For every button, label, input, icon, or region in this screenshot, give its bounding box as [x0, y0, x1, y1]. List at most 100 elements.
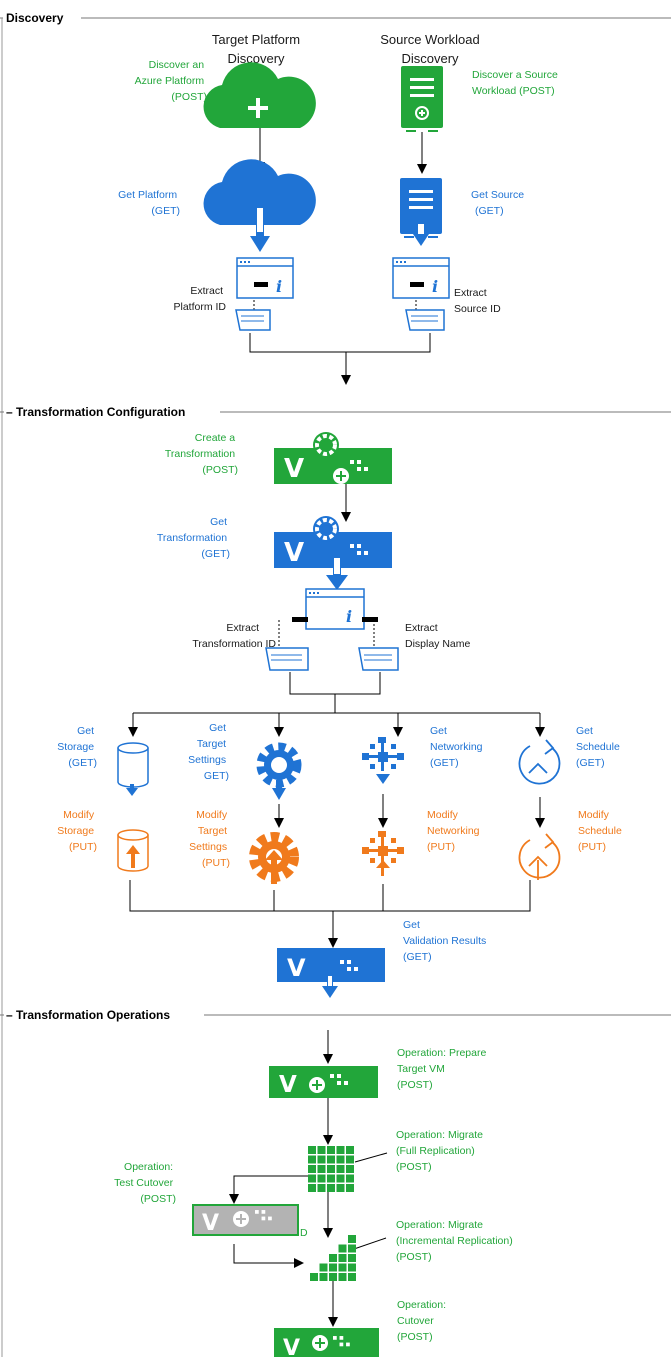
replication-block: [308, 1146, 316, 1154]
server-download-icon: [400, 178, 442, 246]
server-plus-icon: [401, 66, 443, 132]
replication-block: [310, 1273, 318, 1281]
replication-block: [336, 1174, 345, 1183]
label-extract-source: Extract Source ID: [454, 287, 501, 315]
label-op-incremental: Operation: Migrate (Incremental Replicat…: [396, 1219, 516, 1263]
replication-block: [348, 1254, 356, 1262]
label-modify-schedule: Modify Schedule (PUT): [578, 809, 625, 853]
replication-block: [348, 1263, 356, 1272]
svg-text:i: i: [432, 277, 438, 296]
replication-block: [329, 1273, 337, 1281]
label-get-storage: Get Storage (GET): [57, 725, 97, 769]
stray-glyph: D: [300, 1227, 308, 1239]
replication-block: [329, 1263, 337, 1272]
replication-block: [317, 1146, 326, 1154]
config-connectors: [128, 484, 545, 948]
label-op-test: Operation: Test Cutover (POST): [114, 1161, 176, 1205]
section-title-config: – Transformation Configuration: [6, 405, 185, 419]
network-icon: [362, 737, 404, 784]
gear-icon: [256, 742, 302, 800]
label-get-source: Get Source (GET): [471, 189, 527, 217]
cloud-plus-icon: [203, 62, 316, 128]
svg-text:i: i: [276, 277, 282, 296]
label-modify-storage: Modify Storage (PUT): [57, 809, 97, 853]
label-get-schedule: Get Schedule (GET): [576, 725, 623, 769]
storage-icon: [117, 742, 149, 796]
svg-text:V: V: [284, 454, 304, 484]
replication-block: [346, 1146, 354, 1154]
replication-block: [338, 1254, 347, 1262]
svg-text:i: i: [346, 607, 352, 626]
label-create-transformation: Create a Transformation (POST): [165, 432, 238, 476]
label-modify-networking: Modify Networking (PUT): [427, 809, 482, 853]
label-get-target-settings: Get Target Settings GET): [188, 722, 229, 782]
section-title-discovery: Discovery: [6, 11, 64, 25]
label-extract-platform: Extract Platform ID: [173, 285, 226, 313]
replication-block: [308, 1165, 316, 1173]
replication-block: [348, 1273, 356, 1281]
replication-block: [319, 1263, 328, 1272]
replication-block: [317, 1165, 326, 1173]
window-info-icon: i: [292, 588, 378, 630]
transformation-get-icon: V: [274, 516, 392, 590]
label-get-transformation: Get Transformation (GET): [157, 516, 230, 560]
operation-prepare-icon: V: [269, 1066, 378, 1098]
replication-full-icon: [308, 1146, 354, 1192]
storage-icon: [117, 829, 149, 872]
label-op-cutover: Operation: Cutover (POST): [397, 1299, 449, 1343]
label-extract-transformation-id: Extract Transformation ID: [192, 622, 276, 650]
replication-block: [346, 1184, 354, 1192]
replication-block: [319, 1273, 328, 1281]
document-icon: [235, 309, 271, 331]
section-config: – Transformation Configuration: [0, 404, 671, 420]
window-info-icon: i: [236, 257, 294, 299]
section-title-operations: – Transformation Operations: [6, 1008, 170, 1022]
replication-block: [346, 1155, 354, 1164]
label-discover-source: Discover a Source Workload (POST): [472, 69, 561, 97]
cloud-download-icon: [203, 159, 316, 252]
window-info-icon: i: [392, 257, 450, 299]
replication-block: [308, 1155, 316, 1164]
replication-block: [327, 1155, 335, 1164]
section-discovery: Discovery: [0, 10, 671, 1357]
replication-block: [346, 1165, 354, 1173]
label-extract-display-name: Extract Display Name: [405, 622, 471, 650]
replication-block: [346, 1174, 354, 1183]
validation-get-icon: V: [277, 948, 385, 998]
replication-block: [327, 1146, 335, 1154]
label-op-prepare: Operation: Prepare Target VM (POST): [397, 1047, 489, 1091]
replication-block: [348, 1235, 356, 1243]
replication-block: [329, 1254, 337, 1262]
label-op-full: Operation: Migrate (Full Replication) (P…: [396, 1129, 486, 1173]
operation-cutover-icon: V: [274, 1328, 379, 1357]
section-operations: – Transformation Operations: [0, 1007, 671, 1023]
replication-block: [317, 1184, 326, 1192]
svg-text:V: V: [202, 1211, 219, 1236]
replication-block: [338, 1263, 347, 1272]
replication-block: [336, 1146, 345, 1154]
operation-test-cutover-icon: V: [192, 1204, 299, 1236]
gear-icon: [249, 832, 299, 884]
svg-text:V: V: [279, 1072, 297, 1098]
schedule-icon: [518, 739, 561, 785]
discovery-connectors: [249, 128, 431, 385]
replication-block: [317, 1174, 326, 1183]
document-icon: [265, 647, 309, 671]
label-modify-target-settings: Modify Target Settings (PUT): [189, 809, 230, 869]
replication-block: [336, 1184, 345, 1192]
document-icon: [405, 309, 445, 331]
svg-text:V: V: [287, 954, 306, 982]
replication-block: [336, 1165, 345, 1173]
network-icon: [362, 831, 404, 876]
operations-connectors: [229, 1030, 388, 1327]
label-discover-platform: Discover an Azure Platform (POST): [135, 59, 207, 103]
replication-block: [308, 1184, 316, 1192]
svg-text:V: V: [283, 1336, 300, 1357]
svg-text:V: V: [284, 538, 304, 568]
replication-block: [308, 1174, 316, 1183]
label-get-platform: Get Platform (GET): [118, 189, 180, 217]
replication-block: [327, 1174, 335, 1183]
